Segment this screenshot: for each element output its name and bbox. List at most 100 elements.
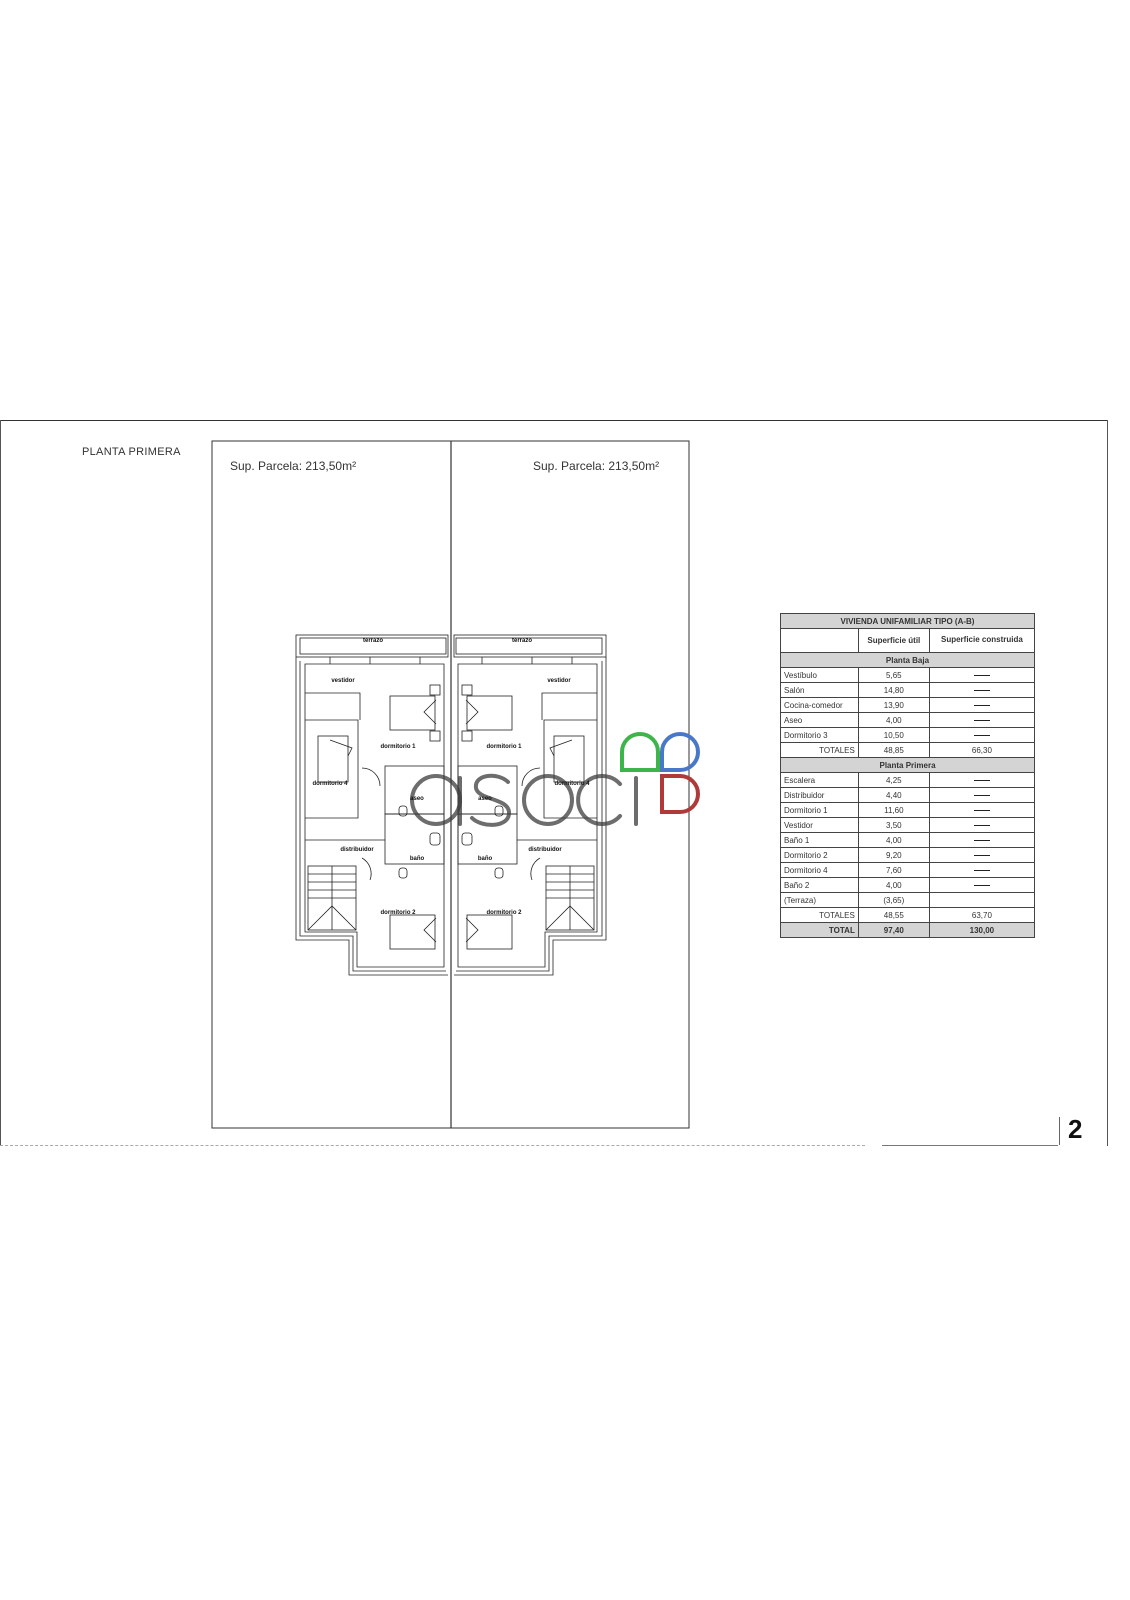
dash-mark (973, 839, 990, 841)
room-construida (928, 892, 1036, 908)
totals-label: TOTALES (780, 742, 859, 758)
page-number: 2 (1068, 1114, 1083, 1144)
empty-header-cell (780, 628, 859, 653)
totals-construida: 63,70 (928, 907, 1036, 923)
room-label-dormitorio2-right: dormitorio 2 (486, 910, 522, 916)
room-construida (928, 832, 1036, 848)
room-name: Dormitorio 2 (780, 847, 859, 863)
col-header-construida: Superficie construida (928, 628, 1036, 653)
room-util: (3,65) (857, 892, 930, 908)
page-bracket (1057, 1117, 1060, 1145)
dash-mark (973, 884, 990, 886)
room-construida (928, 682, 1036, 698)
dash-mark (973, 719, 990, 721)
room-name: Vestidor (780, 817, 859, 833)
room-util: 7,60 (857, 862, 930, 878)
room-construida (928, 802, 1036, 818)
col-header-util: Superficie útil (857, 628, 930, 653)
room-construida (928, 667, 1036, 683)
room-label-bano-left: baño (410, 856, 425, 862)
room-name: (Terraza) (780, 892, 859, 908)
room-construida (928, 817, 1036, 833)
totals-util: 48,85 (857, 742, 930, 758)
room-util: 10,50 (857, 727, 930, 743)
parcel-area-left: Sup. Parcela: 213,50m² (230, 459, 357, 473)
totals-util: 48,55 (857, 907, 930, 923)
room-label-distribuidor-left: distribuidor (340, 847, 374, 853)
room-name: Salón (780, 682, 859, 698)
dash-mark (973, 779, 990, 781)
dash-mark (973, 869, 990, 871)
room-label-dormitorio1-left: dormitorio 1 (380, 744, 416, 750)
room-name: Aseo (780, 712, 859, 728)
totals-label: TOTALES (780, 907, 859, 923)
dash-mark (973, 824, 990, 826)
room-label-dormitorio4-left: dormitorio 4 (312, 781, 348, 787)
room-util: 4,25 (857, 772, 930, 788)
room-label-vestidor-left: vestidor (331, 678, 355, 684)
room-construida (928, 862, 1036, 878)
logo-mark-icon (620, 732, 701, 814)
table-row: (Terraza)(3,65) (780, 892, 1036, 908)
room-label-terrazo-left: terrazo (363, 638, 383, 644)
room-construida (928, 877, 1036, 893)
room-label-aseo-left: aseo (410, 796, 424, 802)
watermark-logo (410, 773, 638, 827)
parcel-area-right: Sup. Parcela: 213,50m² (533, 459, 660, 473)
grand-total-util: 97,40 (857, 922, 930, 938)
room-construida (928, 772, 1036, 788)
room-name: Baño 2 (780, 877, 859, 893)
room-label-dormitorio4-right: dormitorio 4 (554, 781, 590, 787)
dash-mark (973, 854, 990, 856)
area-table: VIVIENDA UNIFAMILIAR TIPO (A-B) Superfic… (780, 613, 1036, 938)
room-name: Dormitorio 4 (780, 862, 859, 878)
dwelling-unit-left (295, 634, 449, 976)
sheet-border-left (0, 420, 1, 1146)
room-label-aseo-right: aseo (478, 796, 492, 802)
room-util: 3,50 (857, 817, 930, 833)
dash-mark (973, 734, 990, 736)
dash-mark (973, 689, 990, 691)
dash-mark (973, 704, 990, 706)
room-util: 11,60 (857, 802, 930, 818)
room-name: Baño 1 (780, 832, 859, 848)
dash-mark (973, 674, 990, 676)
room-util: 4,00 (857, 877, 930, 893)
room-construida (928, 727, 1036, 743)
grand-total-construida: 130,00 (928, 922, 1036, 938)
room-label-dormitorio1-right: dormitorio 1 (486, 744, 522, 750)
section-planta-primera: Planta Primera (780, 757, 1035, 773)
room-construida (928, 712, 1036, 728)
dash-mark (973, 809, 990, 811)
grand-total-label: TOTAL (780, 922, 859, 938)
room-name: Cocina-comedor (780, 697, 859, 713)
dwelling-unit-right (453, 634, 607, 976)
sheet-border-bottom (0, 1145, 865, 1147)
room-label-vestidor-right: vestidor (547, 678, 571, 684)
sheet-border-right (1107, 420, 1108, 1146)
room-label-terrazo-right: terrazo (512, 638, 532, 644)
room-construida (928, 787, 1036, 803)
room-construida (928, 847, 1036, 863)
dash-mark (973, 794, 990, 796)
room-util: 14,80 (857, 682, 930, 698)
room-util: 5,65 (857, 667, 930, 683)
section-planta-baja: Planta Baja (780, 652, 1035, 668)
room-util: 4,00 (857, 712, 930, 728)
room-util: 9,20 (857, 847, 930, 863)
room-name: Distribuidor (780, 787, 859, 803)
room-name: Escalera (780, 772, 859, 788)
room-name: Dormitorio 3 (780, 727, 859, 743)
